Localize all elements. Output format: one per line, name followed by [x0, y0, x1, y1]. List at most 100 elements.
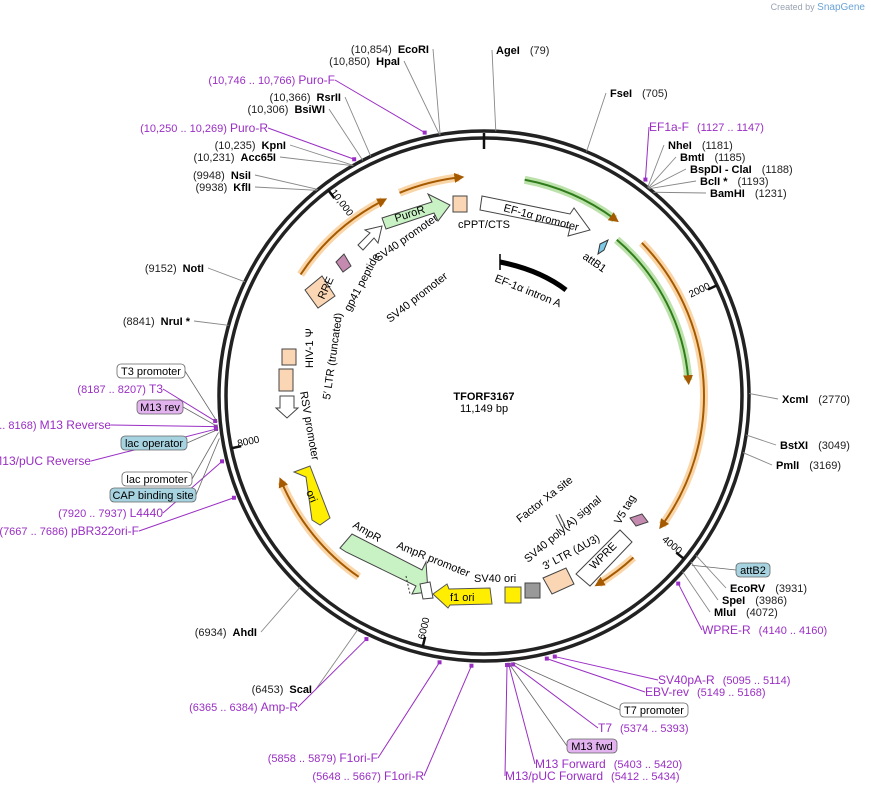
primer-label: (8133 .. 8155) M13/pUC Reverse	[0, 454, 91, 468]
promoter-arc-ef1a-line	[616, 239, 693, 386]
primer-mark	[437, 660, 442, 665]
primer-label: (7667 .. 7686) pBR322ori-F	[0, 524, 139, 538]
ori-arrow	[292, 465, 331, 526]
site-label: BamHI(1231)	[710, 188, 787, 200]
primer-pos: (5149 .. 5168)	[697, 687, 766, 699]
primer-label: (10,250 .. 10,269) Puro-R	[140, 121, 268, 135]
ori-label: ori	[303, 488, 319, 504]
rsv-promoter-arrow	[274, 395, 300, 419]
primer-pos: (10,250 .. 10,269)	[140, 123, 230, 135]
gp41-mark	[335, 253, 352, 273]
primer-name: T3	[149, 382, 163, 396]
feature-box-label: CAP binding site	[112, 490, 193, 502]
site-name: AhdI	[233, 627, 257, 639]
site-label: MluI(4072)	[714, 607, 778, 619]
cppt-box	[452, 195, 468, 213]
site-leader	[647, 156, 677, 189]
site-pos: (6934)	[195, 627, 227, 639]
primer-leader	[677, 583, 703, 631]
primer-leader	[644, 126, 650, 180]
site-label: FseI(705)	[610, 88, 668, 100]
sv40-ori-box	[504, 586, 522, 604]
site-pos: (1188)	[762, 164, 793, 176]
primer-pos: (5374 .. 5393)	[620, 723, 689, 735]
site-label: (10,850)HpaI	[329, 56, 400, 68]
site-pos: (9948)	[193, 170, 225, 182]
site-leader	[328, 108, 364, 161]
site-label: (10,366)RsrII	[270, 92, 341, 104]
site-pos: (10,231)	[194, 152, 235, 164]
site-pos: (9938)	[195, 182, 227, 194]
site-label: (8841)NruI *	[123, 316, 191, 328]
site-name: BspDI - ClaI	[690, 164, 752, 176]
ampr-promoter-mark	[419, 581, 434, 600]
primer-mark	[352, 157, 357, 162]
v5-tag-mark	[629, 513, 649, 527]
site-name: ScaI	[289, 684, 312, 696]
site-name: NotI	[183, 263, 204, 275]
primer-mark	[214, 427, 219, 432]
site-label: SpeI(3986)	[722, 595, 787, 607]
feature-box-label: attB2	[740, 565, 766, 577]
primer-name: Amp-R	[261, 700, 299, 714]
ef1a-promoter-arrow	[479, 195, 591, 237]
sv40-pa-box	[524, 582, 541, 599]
site-pos: (10,366)	[270, 92, 311, 104]
site-pos: (3931)	[775, 583, 807, 595]
ruler-label: 2000	[687, 281, 712, 301]
ruler-tick	[231, 444, 242, 450]
wpre-arrow	[575, 529, 633, 587]
site-name: BmtI	[680, 152, 704, 164]
orf-arc-main-line	[641, 242, 705, 530]
puror-arrow	[381, 192, 451, 230]
primer-name: T7	[598, 721, 612, 735]
primer-name: M13 Forward	[535, 757, 606, 771]
site-label: PmlI(3169)	[776, 460, 841, 472]
site-pos: (6453)	[252, 684, 284, 696]
site-label: XcmI(2770)	[782, 394, 850, 406]
primer-mark	[364, 637, 369, 642]
snapgene-logo: SnapGene	[817, 2, 865, 13]
feature-box-label: T7 promoter	[624, 705, 684, 717]
attb1-label: attB1	[580, 251, 608, 276]
feature-box-label: lac operator	[125, 438, 183, 450]
primer-pos: (7920 .. 7937)	[58, 508, 130, 520]
site-leader	[315, 628, 359, 690]
site-label: (6934) AhdI	[195, 627, 257, 639]
site-name: AgeI	[496, 45, 520, 57]
primer-mark	[505, 663, 510, 668]
ruler-label: 10,000	[328, 188, 355, 219]
sv40-promoter-arrow	[357, 225, 383, 251]
site-label: AgeI(79)	[496, 45, 549, 57]
factor-xa-label: Factor Xa site	[514, 474, 575, 525]
site-pos: (3986)	[755, 595, 787, 607]
site-label: BspDI - ClaI (1188)	[690, 164, 793, 176]
site-label: (10,306)BsiWI	[247, 104, 325, 116]
primer-name: EBV-rev	[645, 685, 689, 699]
restriction-sites: AgeI(79)FseI(705)NheI(1181)BmtI(1185)Bsp…	[123, 44, 850, 696]
primer-leader	[334, 79, 425, 134]
primer-name: EF1a-F	[649, 120, 689, 134]
factor-xa-mark-b	[558, 513, 566, 527]
primer-pos: (5412 .. 5434)	[611, 771, 680, 783]
primer-pos: (8152 .. 8168)	[0, 420, 40, 432]
feature-box	[619, 702, 689, 718]
ltr3-box	[542, 567, 575, 595]
primer-name: M13/pUC Reverse	[0, 454, 91, 468]
primer-leader	[554, 656, 659, 681]
primer-leader	[504, 665, 508, 777]
primer-mark	[213, 419, 218, 424]
primer-name: F1ori-R	[384, 769, 424, 783]
primer-pos: (4140 .. 4160)	[759, 625, 828, 637]
plasmid-size: 11,149 bp	[460, 403, 508, 415]
primer-label: SV40pA-R(5095 .. 5114)	[658, 673, 790, 687]
primer-name: L4440	[130, 506, 164, 520]
site-leader	[254, 186, 317, 191]
factor-xa-mark-a	[555, 514, 563, 528]
primer-mark	[220, 459, 225, 464]
primer-label: WPRE-R(4140 .. 4160)	[702, 623, 827, 637]
primer-pos: (5403 .. 5420)	[614, 759, 683, 771]
site-name: MluI	[714, 607, 736, 619]
site-pos: (10,235)	[215, 140, 256, 152]
